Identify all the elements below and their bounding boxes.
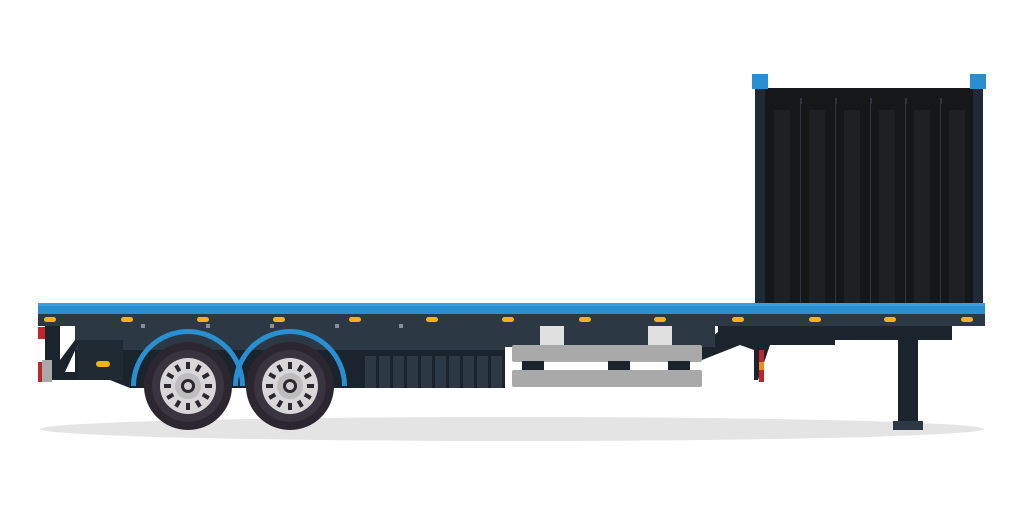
rim-slot	[174, 364, 182, 373]
marker-light	[426, 317, 438, 322]
marker-light	[732, 317, 744, 322]
bolt	[270, 324, 274, 328]
rim-slot	[276, 399, 284, 408]
rear-bumper	[45, 325, 80, 380]
grille-slot	[407, 356, 418, 388]
rim-slot	[205, 384, 212, 388]
rim-slot	[194, 364, 202, 373]
rim-slot	[303, 392, 312, 400]
marker-light	[654, 317, 666, 322]
rim-slot	[186, 403, 190, 410]
rim-slot	[194, 399, 202, 408]
underframe-rear	[702, 325, 952, 380]
tail-light-upper	[38, 327, 45, 339]
bolt	[141, 324, 145, 328]
rim-slot	[288, 362, 292, 369]
rim-slot	[268, 392, 277, 400]
marker-light	[961, 317, 973, 322]
marker-light-rear	[96, 361, 110, 367]
rim-slot	[174, 399, 182, 408]
rim-slot	[201, 372, 210, 380]
marker-light	[273, 317, 285, 322]
rim-slot	[266, 384, 273, 388]
marker-light	[579, 317, 591, 322]
grille-slot	[379, 356, 390, 388]
silver-tanks	[512, 325, 702, 387]
marker-light	[121, 317, 133, 322]
grille-slot	[421, 356, 432, 388]
rim-slot	[307, 384, 314, 388]
post-cap-right	[970, 74, 986, 89]
rim-slot	[268, 372, 277, 380]
rim-slot	[166, 392, 175, 400]
grille-slot	[463, 356, 474, 388]
landing-leg	[898, 330, 918, 425]
rim-slot	[164, 384, 171, 388]
rim-slot	[186, 362, 190, 369]
toolbox-grille	[365, 356, 502, 388]
landing-leg-foot	[893, 421, 923, 430]
grille-slot	[449, 356, 460, 388]
rim-slot	[303, 372, 312, 380]
rim-slot	[296, 399, 304, 408]
marker-light	[197, 317, 209, 322]
marker-light	[884, 317, 896, 322]
marker-light	[349, 317, 361, 322]
tail-light-lower	[38, 362, 43, 382]
deck-blue	[38, 303, 985, 314]
grille-slot	[393, 356, 404, 388]
headboard	[752, 74, 986, 304]
post-cap-left	[752, 74, 768, 89]
grille-slot	[477, 356, 488, 388]
marker-light	[502, 317, 514, 322]
marker-light	[809, 317, 821, 322]
rim-slot	[296, 364, 304, 373]
bolt	[399, 324, 403, 328]
grille-slot	[435, 356, 446, 388]
bolt	[335, 324, 339, 328]
rim-slot	[276, 364, 284, 373]
bolt	[206, 324, 210, 328]
grille-slot	[491, 356, 502, 388]
rim-slot	[201, 392, 210, 400]
rim-slot	[166, 372, 175, 380]
grille-slot	[365, 356, 376, 388]
marker-light	[44, 317, 56, 322]
rim-slot	[288, 403, 292, 410]
